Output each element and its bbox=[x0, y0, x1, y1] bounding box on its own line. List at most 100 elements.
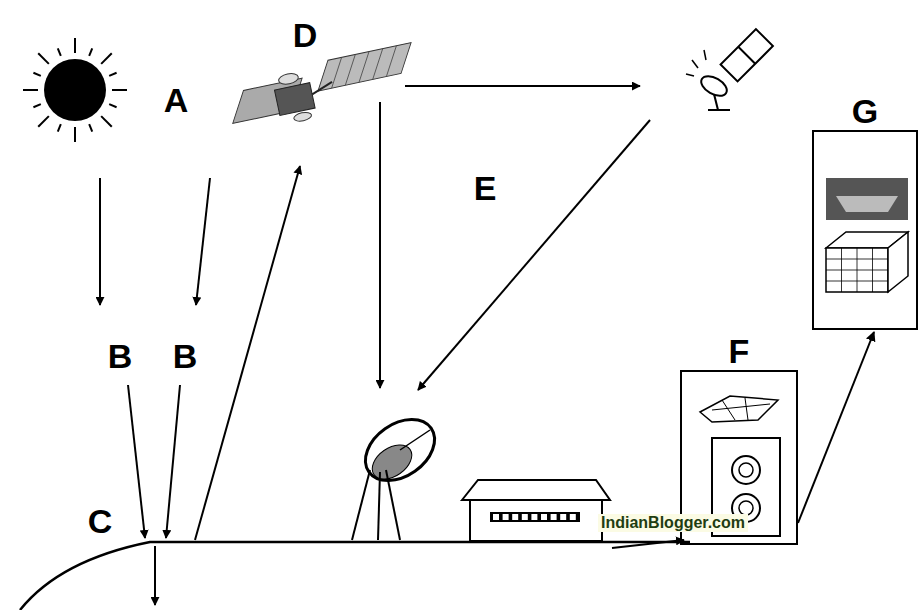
radiation-arrows bbox=[612, 540, 684, 548]
ground-station-building bbox=[503, 514, 509, 520]
radiation-arrows bbox=[100, 86, 684, 605]
relay-satellite bbox=[708, 109, 730, 111]
ground-station-building bbox=[512, 514, 518, 520]
product-illustration bbox=[826, 270, 888, 271]
sun-rays bbox=[74, 127, 76, 142]
ground-antenna bbox=[378, 472, 380, 540]
ground bbox=[20, 542, 690, 610]
imaging-satellite bbox=[373, 49, 383, 80]
imaging-satellite bbox=[345, 54, 355, 85]
product-illustration bbox=[836, 196, 898, 212]
relay-satellite bbox=[738, 47, 755, 64]
product-illustration bbox=[826, 281, 888, 282]
imaging-satellite bbox=[311, 82, 334, 94]
processing-illustration bbox=[739, 501, 753, 515]
processing-illustration bbox=[700, 396, 778, 422]
radiation-arrows bbox=[99, 178, 101, 305]
product-illustration bbox=[826, 178, 908, 292]
ground-station-building bbox=[490, 512, 580, 522]
product-illustration bbox=[826, 178, 908, 220]
radiation-arrows bbox=[405, 85, 640, 87]
imaging-satellite bbox=[274, 83, 315, 116]
ground-station-building bbox=[470, 500, 602, 541]
processing-illustration bbox=[712, 398, 770, 420]
imaging-satellite bbox=[332, 57, 342, 88]
relay-satellite bbox=[721, 29, 773, 81]
sun-rays bbox=[33, 73, 40, 76]
sun bbox=[23, 38, 127, 142]
imaging-satellite bbox=[318, 43, 411, 91]
ground-station-building bbox=[570, 514, 576, 520]
relay-satellite bbox=[686, 74, 694, 76]
sun-rays bbox=[23, 38, 127, 142]
sun-rays bbox=[109, 73, 116, 76]
radiation-arrows bbox=[166, 385, 180, 538]
imaging-satellite bbox=[293, 111, 312, 123]
imaging-satellite bbox=[224, 43, 422, 136]
relay-satellite bbox=[692, 60, 698, 68]
part-letter: A bbox=[164, 83, 189, 117]
process-box: G bbox=[812, 130, 918, 330]
sun-rays bbox=[58, 124, 61, 131]
sun-rays bbox=[23, 89, 38, 91]
processing-illustration bbox=[739, 463, 753, 477]
radiation-arrows bbox=[128, 385, 145, 538]
sun-rays bbox=[101, 53, 112, 64]
sun-rays bbox=[112, 89, 127, 91]
box-letter: G bbox=[852, 94, 878, 128]
ground-station-building bbox=[560, 514, 566, 520]
part-letter: E bbox=[474, 171, 497, 205]
ground-station-building bbox=[551, 514, 557, 520]
flow-arrow bbox=[798, 332, 874, 523]
sun-rays bbox=[101, 116, 112, 127]
relay-satellite bbox=[721, 29, 773, 81]
product-illustration bbox=[826, 248, 888, 292]
ground-station-building bbox=[522, 514, 528, 520]
ground-antenna bbox=[352, 407, 446, 540]
product-illustration bbox=[826, 248, 888, 292]
imaging-satellite bbox=[359, 52, 369, 83]
radiation-arrows bbox=[195, 166, 300, 540]
imaging-satellite bbox=[278, 72, 300, 86]
ground-station-building bbox=[462, 480, 610, 500]
part-letter: B bbox=[108, 339, 133, 373]
satellite-letter: D bbox=[293, 18, 318, 52]
ground-station-building bbox=[531, 514, 537, 520]
product-illustration bbox=[888, 232, 908, 292]
imaging-satellite bbox=[386, 46, 396, 77]
radiation-arrows bbox=[154, 546, 156, 605]
sun-rays bbox=[38, 116, 49, 127]
radiation-arrows bbox=[379, 102, 381, 388]
ground-antenna bbox=[400, 430, 430, 450]
ground-station-building bbox=[493, 514, 499, 520]
relay-satellite bbox=[704, 50, 706, 60]
ground-antenna bbox=[386, 470, 400, 540]
ground-station-building bbox=[493, 514, 576, 520]
radiation-arrows bbox=[196, 178, 210, 305]
sun-rays bbox=[38, 53, 49, 64]
watermark: IndianBlogger.com bbox=[598, 514, 748, 532]
ground-antenna bbox=[352, 470, 370, 540]
radiation-arrows bbox=[418, 120, 650, 390]
product-illustration bbox=[872, 248, 873, 292]
sun-rays bbox=[33, 104, 40, 107]
sun-rays bbox=[58, 48, 61, 55]
ground-antenna bbox=[366, 438, 418, 486]
sun-rays bbox=[89, 48, 92, 55]
sun-rays bbox=[109, 104, 116, 107]
processing-illustration bbox=[732, 456, 760, 484]
box-letter: F bbox=[729, 334, 750, 368]
relay-satellite bbox=[714, 94, 718, 110]
ground-station-building bbox=[462, 480, 610, 541]
imaging-satellite bbox=[326, 46, 402, 88]
sun-rays bbox=[74, 38, 76, 53]
relay-satellite bbox=[686, 29, 773, 110]
sun bbox=[44, 59, 106, 121]
ground bbox=[20, 542, 690, 610]
ground-station-building bbox=[541, 514, 547, 520]
part-letter: B bbox=[173, 339, 198, 373]
part-letter: C bbox=[88, 504, 113, 538]
